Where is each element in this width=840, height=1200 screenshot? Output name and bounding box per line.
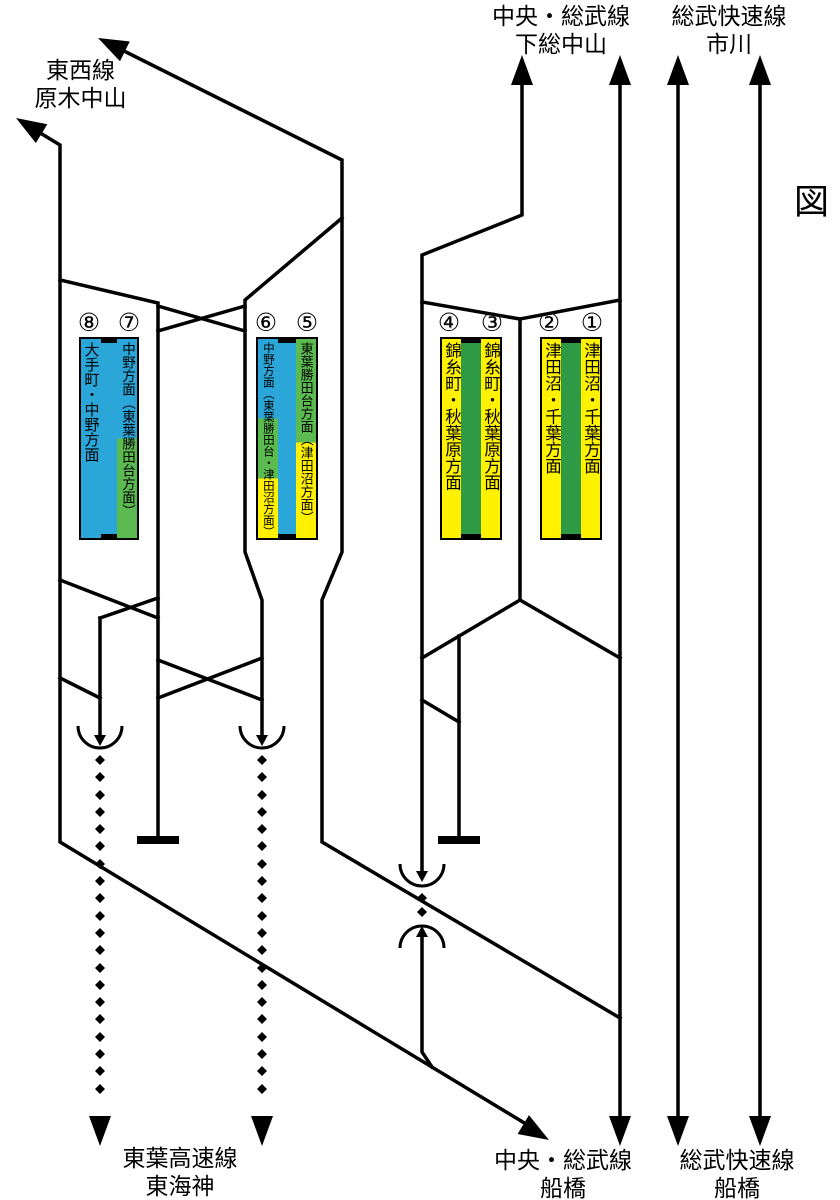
platform-8-7-center-strip: [101, 339, 117, 538]
platform-8-destination: 大手町・中野方面: [82, 342, 100, 462]
toyo-station-name: 東海神: [145, 1173, 215, 1199]
portal-arrow-under-out-icon: [416, 926, 428, 937]
arrow-tozai-upper-icon: [98, 38, 130, 62]
tozai-track-5-through-line: [119, 47, 623, 1021]
sobu-rapid-up-station-name: 市川: [706, 31, 752, 57]
arrow-up-rapid-right-icon: [749, 55, 771, 85]
label-tozai-destination: 東西線 原木中山: [8, 56, 153, 112]
platform-bar-6-5: 中野方面（東葉勝田台・津田沼方面） 東葉勝田台方面（津田沼方面）: [256, 337, 318, 540]
label-sobu-rapid-up: 総武快速線 市川: [619, 2, 839, 58]
arrow-down-funabashi-diagonal-icon: [517, 1115, 549, 1140]
platform-number-8: ⑧: [77, 309, 101, 337]
buffer-stop-track7: [137, 836, 179, 844]
jr-up-main-line: [420, 80, 524, 877]
tozai-track-8-through-line: [34, 128, 529, 1127]
arrow-up-chuo-sobu-right-icon: [609, 55, 631, 85]
portal-arrow-under-in-icon: [416, 871, 428, 882]
platform-2-strip: 津田沼・千葉方面: [542, 339, 561, 538]
portal-arrow-east-icon: [256, 735, 268, 746]
tozai-line-name: 東西線: [46, 57, 115, 83]
north-scissors-crossover: [155, 303, 248, 334]
jr-middle-north-junctions: [419, 297, 623, 322]
arrow-down-rapid-right-icon: [749, 1116, 771, 1146]
platform-number-4: ④: [437, 309, 461, 337]
platform-number-7: ⑦: [117, 309, 141, 337]
platform-3-destination: 錦糸町・秋葉原方面: [481, 342, 500, 491]
platform-3-strip: 錦糸町・秋葉原方面: [481, 339, 500, 538]
tunnel-portal-arcs-entry: [76, 725, 446, 888]
platform-8-strip: 大手町・中野方面: [81, 339, 101, 538]
platform-bar-2-1: 津田沼・千葉方面 津田沼・千葉方面: [540, 337, 602, 540]
platform-number-2: ②: [537, 309, 561, 337]
sobu-rapid-down-line-name: 総武快速線: [679, 1147, 795, 1173]
platform-5-strip: 東葉勝田台方面（津田沼方面）: [296, 339, 316, 538]
platform-7-strip: 中野方面（東葉勝田台方面）: [117, 339, 137, 538]
platform-4-destination: 錦糸町・秋葉原方面: [442, 342, 461, 491]
jr-underpass-continuation-line: [420, 932, 435, 1070]
platform-4-strip: 錦糸町・秋葉原方面: [442, 339, 461, 538]
chuo-sobu-up-line-name: 中央・総武線: [492, 3, 630, 29]
platform-2-destination: 津田沼・千葉方面: [542, 342, 561, 474]
platform-5-destination: 東葉勝田台方面（津田沼方面）: [298, 342, 314, 524]
platform-bar-8-7: 大手町・中野方面 中野方面（東葉勝田台方面）: [79, 337, 139, 540]
jr-middle-south-junctions: [419, 597, 623, 661]
arrow-up-rapid-left-icon: [667, 55, 689, 85]
toyo-dotted-track-west: [95, 755, 105, 1094]
platform-number-1: ①: [580, 309, 604, 337]
jr-stub-siding-line: [419, 634, 462, 837]
platform-6-destination: 中野方面（東葉勝田台・津田沼方面）: [261, 342, 274, 538]
label-toyo-down: 東葉高速線 東海神: [70, 1144, 290, 1200]
platform-1-destination: 津田沼・千葉方面: [581, 342, 600, 474]
label-chuo-sobu-down: 中央・総武線 船橋: [453, 1146, 673, 1200]
sobu-rapid-up-line-name: 総武快速線: [671, 3, 787, 29]
chuo-sobu-down-station-name: 船橋: [540, 1175, 586, 1200]
sobu-rapid-tracks: [676, 80, 762, 1120]
platform-number-3: ③: [480, 309, 504, 337]
platform-number-6: ⑥: [254, 309, 278, 337]
arrow-down-rapid-left-icon: [667, 1116, 689, 1146]
platform-bar-4-3: 錦糸町・秋葉原方面 錦糸町・秋葉原方面: [440, 337, 502, 540]
portal-arrow-west-icon: [94, 735, 106, 746]
underpass-dots: [417, 893, 427, 917]
arrow-down-toyo-east-icon: [251, 1116, 273, 1146]
south-crossovers: [57, 577, 265, 703]
arrow-down-chuo-sobu-icon: [609, 1116, 631, 1146]
tozai-track-6-toyo-line: [243, 215, 345, 738]
arrow-down-toyo-west-icon: [89, 1116, 111, 1146]
platform-6-5-center-strip: [277, 339, 297, 538]
tozai-track-7-line: [57, 277, 160, 837]
platform-7-destination: 中野方面（東葉勝田台方面）: [120, 342, 135, 518]
tozai-station-name: 原木中山: [34, 85, 127, 111]
label-chuo-sobu-up: 中央・総武線 下総中山: [451, 2, 671, 58]
platform-4-3-center-strip: [461, 339, 481, 538]
arrow-tozai-lower-icon: [16, 118, 48, 144]
arrow-up-chuo-sobu-left-icon: [511, 55, 533, 85]
buffer-stop-stub: [438, 836, 480, 844]
platform-number-5: ⑤: [295, 309, 319, 337]
chuo-sobu-down-line-name: 中央・総武線: [494, 1147, 632, 1173]
sobu-rapid-down-station-name: 船橋: [714, 1175, 760, 1200]
platform-6-strip: 中野方面（東葉勝田台・津田沼方面）: [258, 339, 278, 538]
chuo-sobu-up-station-name: 下総中山: [515, 31, 607, 57]
label-sobu-rapid-down: 総武快速線 船橋: [627, 1146, 840, 1200]
platform-2-1-center-strip: [561, 339, 581, 538]
toyo-dotted-track-east: [257, 755, 267, 1094]
platform-1-strip: 津田沼・千葉方面: [581, 339, 600, 538]
toyo-line-name: 東葉高速線: [122, 1145, 238, 1171]
page-title: 西船橋駅中央総武線・東西線・東葉高速線配線図: [789, 183, 828, 221]
